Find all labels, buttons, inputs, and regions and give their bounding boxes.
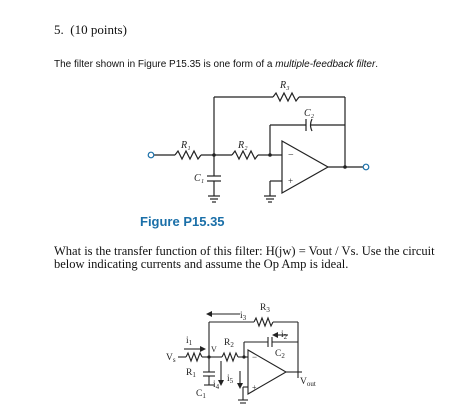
intro-prefix: The filter shown in Figure P15.35 is one… <box>54 59 276 70</box>
label2-c2: C2 <box>275 349 285 360</box>
label2-i3: i3 <box>240 311 247 322</box>
label-c1: C₁ <box>194 173 204 184</box>
intro-emphasis: multiple-feedback filter <box>275 59 376 70</box>
arrowhead-i3 <box>206 311 212 317</box>
r3-resistor <box>272 91 300 103</box>
label-minus: − <box>288 150 294 161</box>
label-r2: R₂ <box>237 140 248 151</box>
node-output <box>343 165 347 169</box>
r2-resistor-2 <box>221 351 239 363</box>
node-r1-r2 <box>212 153 216 157</box>
label2-plus: + <box>252 383 257 392</box>
figure-caption: Figure P15.35 <box>140 214 225 229</box>
label2-i4: i4 <box>213 380 220 391</box>
label-plus: + <box>288 176 293 186</box>
label2-v: V <box>211 345 217 354</box>
arrowhead-i1 <box>200 346 206 352</box>
label2-i2: i2 <box>281 330 288 341</box>
label2-i5: i5 <box>227 374 234 385</box>
label2-r2: R2 <box>224 338 234 349</box>
label2-r1: R1 <box>186 368 196 379</box>
label2-r3: R3 <box>260 303 270 314</box>
input-terminal <box>147 151 155 159</box>
label2-vout: Vout <box>300 377 316 388</box>
label-r3: R₃ <box>279 80 290 91</box>
node-v-2 <box>207 355 211 359</box>
intro-sentence: The filter shown in Figure P15.35 is one… <box>54 59 378 70</box>
r2-resistor <box>231 149 259 161</box>
c2-plate-right <box>309 118 313 132</box>
arrowhead-i4 <box>218 380 224 386</box>
label2-c1: C1 <box>196 389 206 400</box>
output-terminal <box>362 163 370 171</box>
r1-resistor <box>174 149 202 161</box>
node-inverting-2 <box>242 355 246 359</box>
op-amp <box>281 139 330 195</box>
op-amp-2 <box>247 349 288 395</box>
arrowhead-i2 <box>272 332 278 338</box>
label2-i1: i1 <box>186 336 193 347</box>
question-text: What is the transfer function of this fi… <box>54 244 435 271</box>
r3-resistor-2 <box>253 316 274 328</box>
node-inverting <box>268 153 272 157</box>
label2-vs: Vs <box>166 353 176 364</box>
problem-number: 5. (10 points) <box>54 22 127 38</box>
label2-minus: − <box>252 352 257 362</box>
label-c2: C₂ <box>304 108 315 119</box>
problem-points: (10 points) <box>70 22 127 37</box>
arrowhead-i5 <box>237 383 243 389</box>
label-r1: R₁ <box>180 140 191 151</box>
problem-number-value: 5. <box>54 22 64 37</box>
r1-resistor-2 <box>185 351 203 363</box>
intro-suffix: . <box>375 59 379 70</box>
